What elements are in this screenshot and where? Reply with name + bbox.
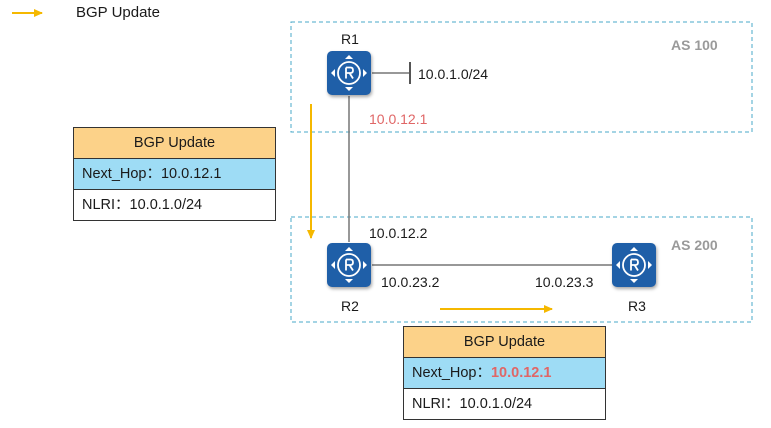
next-hop-value: 10.0.12.1 [490, 365, 552, 381]
next-hop-row: Next_Hop：10.0.12.1 [74, 159, 275, 190]
bgp-update-box-r2-r3: BGP Update Next_Hop：10.0.12.1 NLRI：10.0.… [403, 326, 606, 420]
nlri-row: NLRI：10.0.1.0/24 [404, 389, 605, 419]
as100-label: AS 100 [671, 37, 718, 53]
r1-network-label: 10.0.1.0/24 [418, 66, 489, 82]
as100-zone [290, 21, 753, 133]
nlri-row: NLRI：10.0.1.0/24 [74, 190, 275, 220]
r3-link-r2-ip: 10.0.23.3 [535, 274, 594, 290]
bgp-update-box-r1-r2: BGP Update Next_Hop：10.0.12.1 NLRI：10.0.… [73, 127, 276, 221]
router-r2[interactable] [327, 243, 371, 287]
nlri-label: NLRI： [82, 197, 130, 213]
r1-link-ip: 10.0.12.1 [369, 111, 428, 127]
next-hop-value: 10.0.12.1 [160, 166, 222, 182]
next-hop-row: Next_Hop：10.0.12.1 [404, 358, 605, 389]
next-hop-label: Next_Hop： [82, 166, 161, 182]
r2-link-r3-ip: 10.0.23.2 [381, 274, 440, 290]
as200-zone [290, 216, 753, 323]
router-r3[interactable] [612, 243, 656, 287]
as200-label: AS 200 [671, 237, 718, 253]
r2-label: R2 [341, 298, 359, 314]
router-icon [616, 247, 652, 283]
legend-label: BGP Update [76, 4, 160, 21]
r2-link-r1-ip: 10.0.12.2 [369, 225, 428, 241]
router-icon [331, 247, 367, 283]
next-hop-label: Next_Hop： [412, 365, 491, 381]
router-icon [331, 55, 367, 91]
nlri-label: NLRI： [412, 396, 460, 412]
nlri-value: 10.0.1.0/24 [129, 197, 203, 213]
router-r1[interactable] [327, 51, 371, 95]
update-title: BGP Update [74, 128, 275, 159]
r1-label: R1 [341, 31, 359, 47]
nlri-value: 10.0.1.0/24 [459, 396, 533, 412]
r3-label: R3 [628, 298, 646, 314]
update-title: BGP Update [404, 327, 605, 358]
